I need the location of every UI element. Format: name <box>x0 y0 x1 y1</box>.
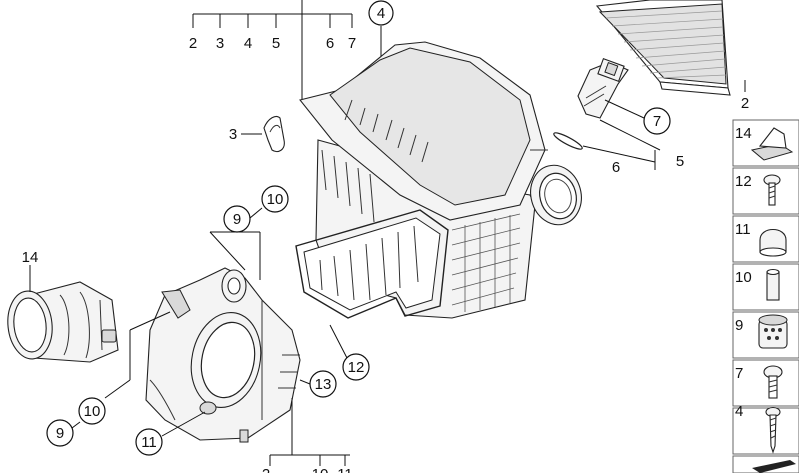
svg-text:13: 13 <box>315 376 332 393</box>
svg-text:9: 9 <box>233 211 241 228</box>
legend-item-12: 12 <box>732 167 799 215</box>
air-filter-element <box>595 0 731 96</box>
callout-circle-9-lower: 9 <box>46 419 81 447</box>
legend-item-9: 9 <box>732 311 799 359</box>
screw-icon <box>763 174 781 206</box>
legend-item-4: 4 <box>732 403 799 455</box>
callout-circle-10-lower: 10 <box>78 311 171 425</box>
callout-circle-12: 12 <box>329 324 370 381</box>
svg-text:7: 7 <box>653 113 661 130</box>
callout-7: 7 <box>348 35 356 52</box>
air-mass-sensor <box>577 58 629 119</box>
svg-text:7: 7 <box>735 365 743 382</box>
clip-nut-icon <box>750 127 794 161</box>
bolt-icon <box>763 365 783 399</box>
parts-legend: 14 12 11 10 <box>732 119 799 473</box>
callout-circle-7: 7 <box>604 99 671 135</box>
callout-5-sensor: 5 <box>676 153 684 170</box>
callout-3-clip: 3 <box>229 126 262 143</box>
callout-2-filter: 2 <box>741 80 749 112</box>
legend-item-14: 14 <box>732 119 799 167</box>
top-callout-group: 2 3 4 5 6 7 <box>189 0 356 100</box>
legend-item-7: 7 <box>732 359 799 407</box>
svg-text:9: 9 <box>56 425 64 442</box>
callout-5: 5 <box>272 35 280 52</box>
svg-text:12: 12 <box>348 359 365 376</box>
tapping-screw-icon <box>765 406 781 454</box>
air-filter-housing <box>295 41 582 319</box>
sleeve-icon <box>766 268 780 301</box>
svg-text:10: 10 <box>735 269 752 286</box>
grommet-icon <box>758 314 788 349</box>
legend-item-partial <box>732 455 799 473</box>
callout-14-pipe: 14 <box>22 249 39 292</box>
svg-text:12: 12 <box>735 173 752 190</box>
callout-circle-13: 13 <box>299 370 337 398</box>
svg-text:2: 2 <box>741 95 749 112</box>
spring-clip <box>263 115 285 153</box>
svg-text:3: 3 <box>229 126 237 143</box>
legend-item-11: 11 <box>732 215 799 263</box>
svg-text:14: 14 <box>22 249 39 266</box>
svg-text:11: 11 <box>141 434 157 451</box>
svg-text:10: 10 <box>84 403 101 420</box>
rubber-cap-icon <box>759 228 787 257</box>
svg-text:14: 14 <box>735 125 752 142</box>
svg-text:2: 2 <box>262 466 270 473</box>
callout-5-6-bracket: 5 6 <box>582 119 684 176</box>
sensor-o-ring <box>553 132 583 150</box>
svg-text:4: 4 <box>377 5 385 22</box>
svg-text:11: 11 <box>337 466 353 473</box>
callout-circle-9-upper: 9 <box>209 205 263 280</box>
svg-text:11: 11 <box>735 221 751 238</box>
svg-text:10: 10 <box>267 191 284 208</box>
svg-text:9: 9 <box>735 317 743 334</box>
legend-item-10: 10 <box>732 263 799 311</box>
callout-circle-11: 11 <box>135 411 206 456</box>
bottom-callout-group: 2 10 11 <box>262 398 353 473</box>
callout-6: 6 <box>326 35 334 52</box>
svg-text:10: 10 <box>312 466 329 473</box>
callout-3: 3 <box>216 35 224 52</box>
svg-text:4: 4 <box>735 403 743 420</box>
callout-circle-10-upper: 10 <box>261 185 289 213</box>
callout-2: 2 <box>189 35 197 52</box>
intake-pipe <box>7 281 119 363</box>
callout-4: 4 <box>244 35 252 52</box>
intake-silencer <box>145 267 301 443</box>
callout-6-seal: 6 <box>612 159 620 176</box>
